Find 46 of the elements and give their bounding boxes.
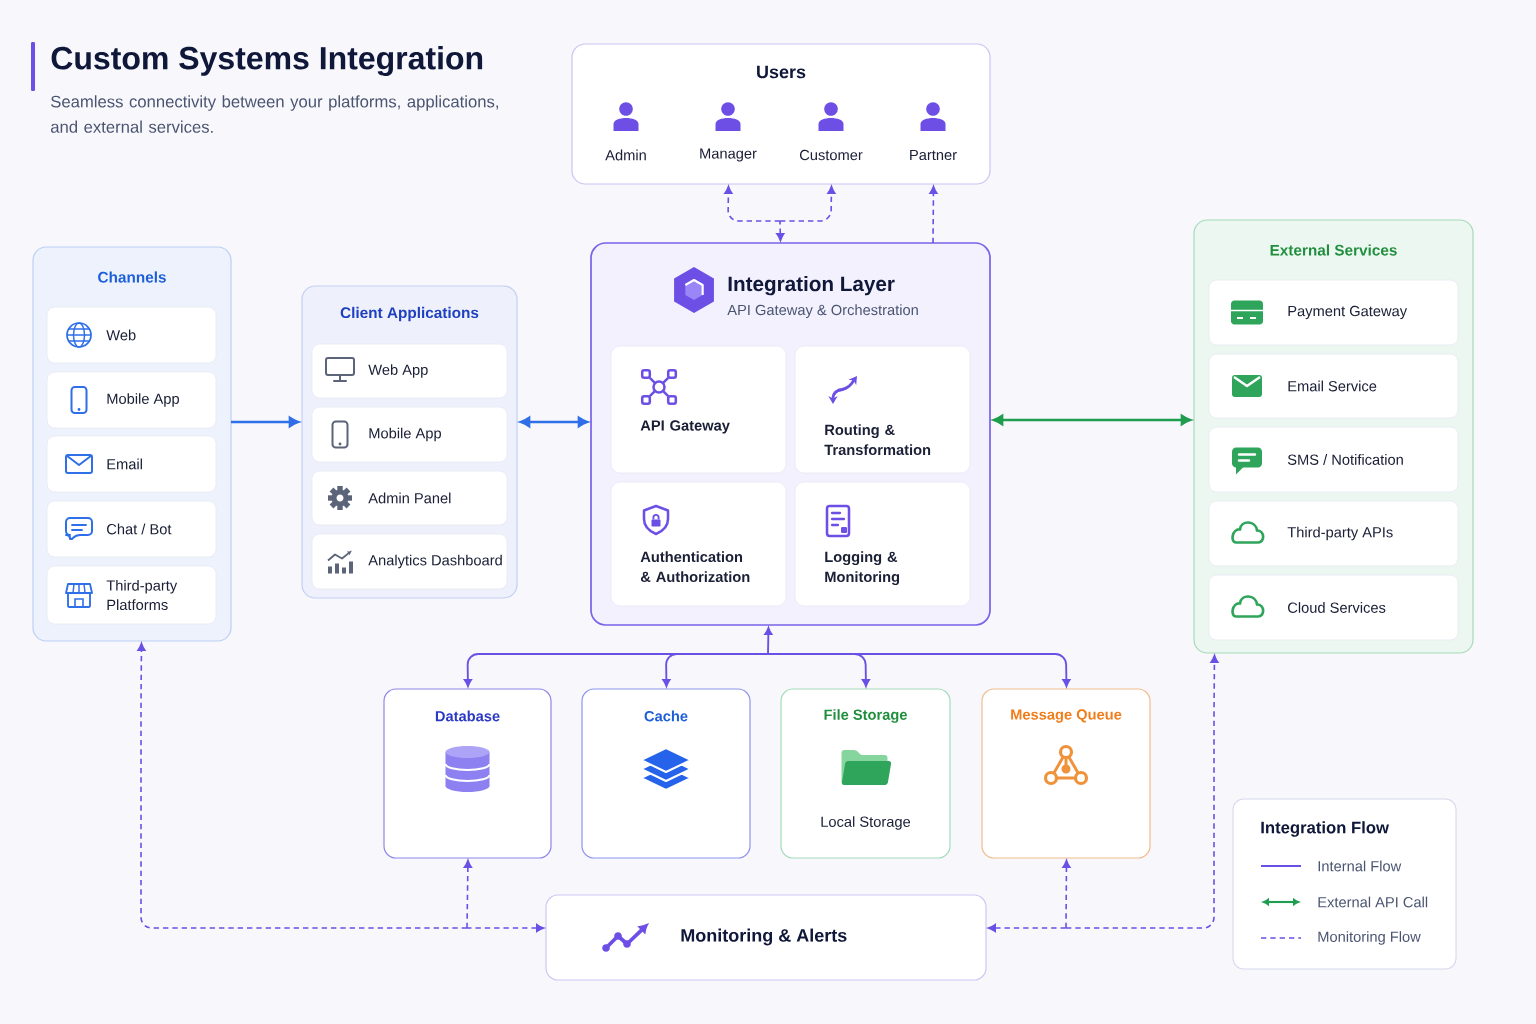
title: Custom Systems Integration <box>51 46 483 76</box>
legend-label: Monitoring Flow <box>1318 931 1421 945</box>
list-item-card: Mobile App <box>46 371 217 429</box>
list-item-card: Cloud Services <box>1208 574 1459 641</box>
dashed-arrow <box>929 185 938 244</box>
dashed-arrow <box>463 859 473 929</box>
list-item-card: Web App <box>311 343 508 399</box>
legend-label: External API Call <box>1318 896 1428 908</box>
list-item-card: Admin Panel <box>311 470 508 526</box>
user-name: Admin <box>605 149 646 161</box>
dashed-arrow <box>137 642 468 929</box>
list-item-card: Third-party Platforms <box>46 565 217 625</box>
list-item-card: Web <box>46 306 217 364</box>
user-name: Manager <box>700 148 757 162</box>
dashed-arrow <box>1062 859 1071 929</box>
list-item-card: SMS / Notification <box>1208 426 1459 493</box>
dashed-arrow <box>776 220 785 242</box>
node-label: Local Storage <box>821 816 911 830</box>
storage-card: File Storage Local Storage <box>780 688 951 859</box>
arrow <box>767 653 1071 687</box>
list-item-card: Payment Gateway <box>1208 279 1459 346</box>
list-item-card: Email <box>46 435 217 493</box>
arrow <box>992 414 1192 426</box>
monitoring-card: Monitoring & Alerts <box>545 894 987 981</box>
user-name: Partner <box>910 149 957 161</box>
storage-card: Message Queue <box>981 688 1151 859</box>
arrow <box>519 416 589 428</box>
user-name: Customer <box>799 149 863 161</box>
dashed-arrow <box>724 185 781 222</box>
dashed-arrow <box>1065 654 1219 929</box>
subtitle: Seamless connectivity between your platforms, applications, and external services. <box>51 95 498 133</box>
list-item-card: Email Service <box>1208 353 1459 419</box>
arrow <box>231 416 300 428</box>
legend-label: Internal Flow <box>1318 860 1402 872</box>
list-item-card: Mobile App <box>311 406 508 463</box>
dashed-arrow <box>466 923 545 933</box>
arrow <box>764 627 773 655</box>
arrow <box>662 653 769 687</box>
storage-card: Cache <box>581 688 751 859</box>
dashed-arrow <box>987 923 1067 933</box>
dashed-arrow <box>779 185 836 222</box>
list-item-card: Third-party APIs <box>1208 500 1459 567</box>
list-item-card: Analytics Dashboard <box>311 533 508 590</box>
node-label: File Storage <box>824 709 907 723</box>
storage-card: Database <box>383 688 552 859</box>
list-item-card: Chat / Bot <box>46 500 217 558</box>
